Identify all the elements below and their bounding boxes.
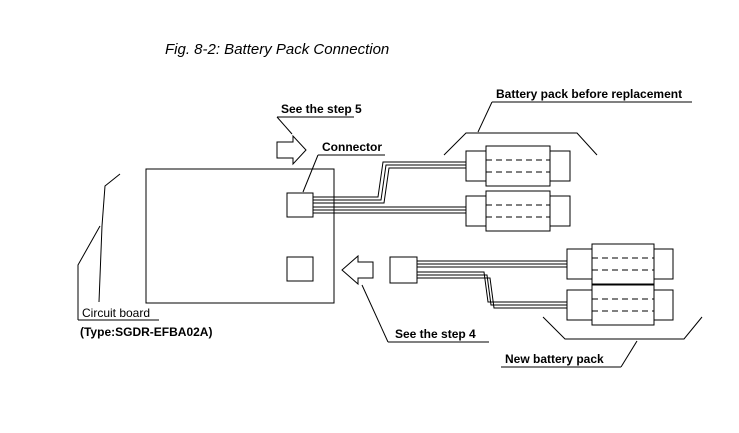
old-battery-cell-top — [465, 145, 571, 187]
new-battery-callout: New battery pack — [501, 340, 638, 368]
new-battery-label: New battery pack — [505, 352, 604, 366]
arrow-right-icon — [276, 134, 307, 166]
connector-callout: Connector — [302, 140, 385, 193]
old-battery-bracket — [443, 132, 598, 156]
circuit-board — [98, 168, 335, 304]
new-battery-cell-top — [566, 243, 674, 285]
circuit-board-label: Circuit board — [82, 306, 150, 320]
old-battery-label: Battery pack before replacement — [496, 87, 682, 101]
new-connector — [389, 256, 418, 284]
connector-label: Connector — [322, 140, 382, 154]
old-battery-wires — [313, 161, 466, 214]
circuit-board-callout: Circuit board (Type:SGDR-EFBA02A) — [77, 225, 212, 339]
old-battery-callout: Battery pack before replacement — [477, 87, 692, 133]
see-step-5-label: See the step 5 — [281, 102, 362, 116]
new-battery-pack — [542, 243, 703, 340]
circuit-board-type-label: (Type:SGDR-EFBA02A) — [80, 325, 212, 339]
new-battery-wires — [417, 260, 567, 309]
see-step-5-callout: See the step 5 — [276, 102, 362, 166]
new-battery-bracket — [542, 316, 703, 340]
board-connector — [286, 192, 314, 218]
figure-title: Fig. 8-2: Battery Pack Connection — [165, 41, 389, 58]
arrow-left-icon — [341, 254, 374, 286]
board-socket — [286, 256, 314, 282]
new-battery-cell-bottom — [566, 284, 674, 326]
see-step-4-callout: See the step 4 — [341, 254, 489, 343]
see-step-4-label: See the step 4 — [395, 327, 476, 341]
old-battery-cell-bottom — [465, 190, 571, 232]
old-battery-pack — [443, 132, 598, 232]
board-bracket — [98, 173, 121, 303]
